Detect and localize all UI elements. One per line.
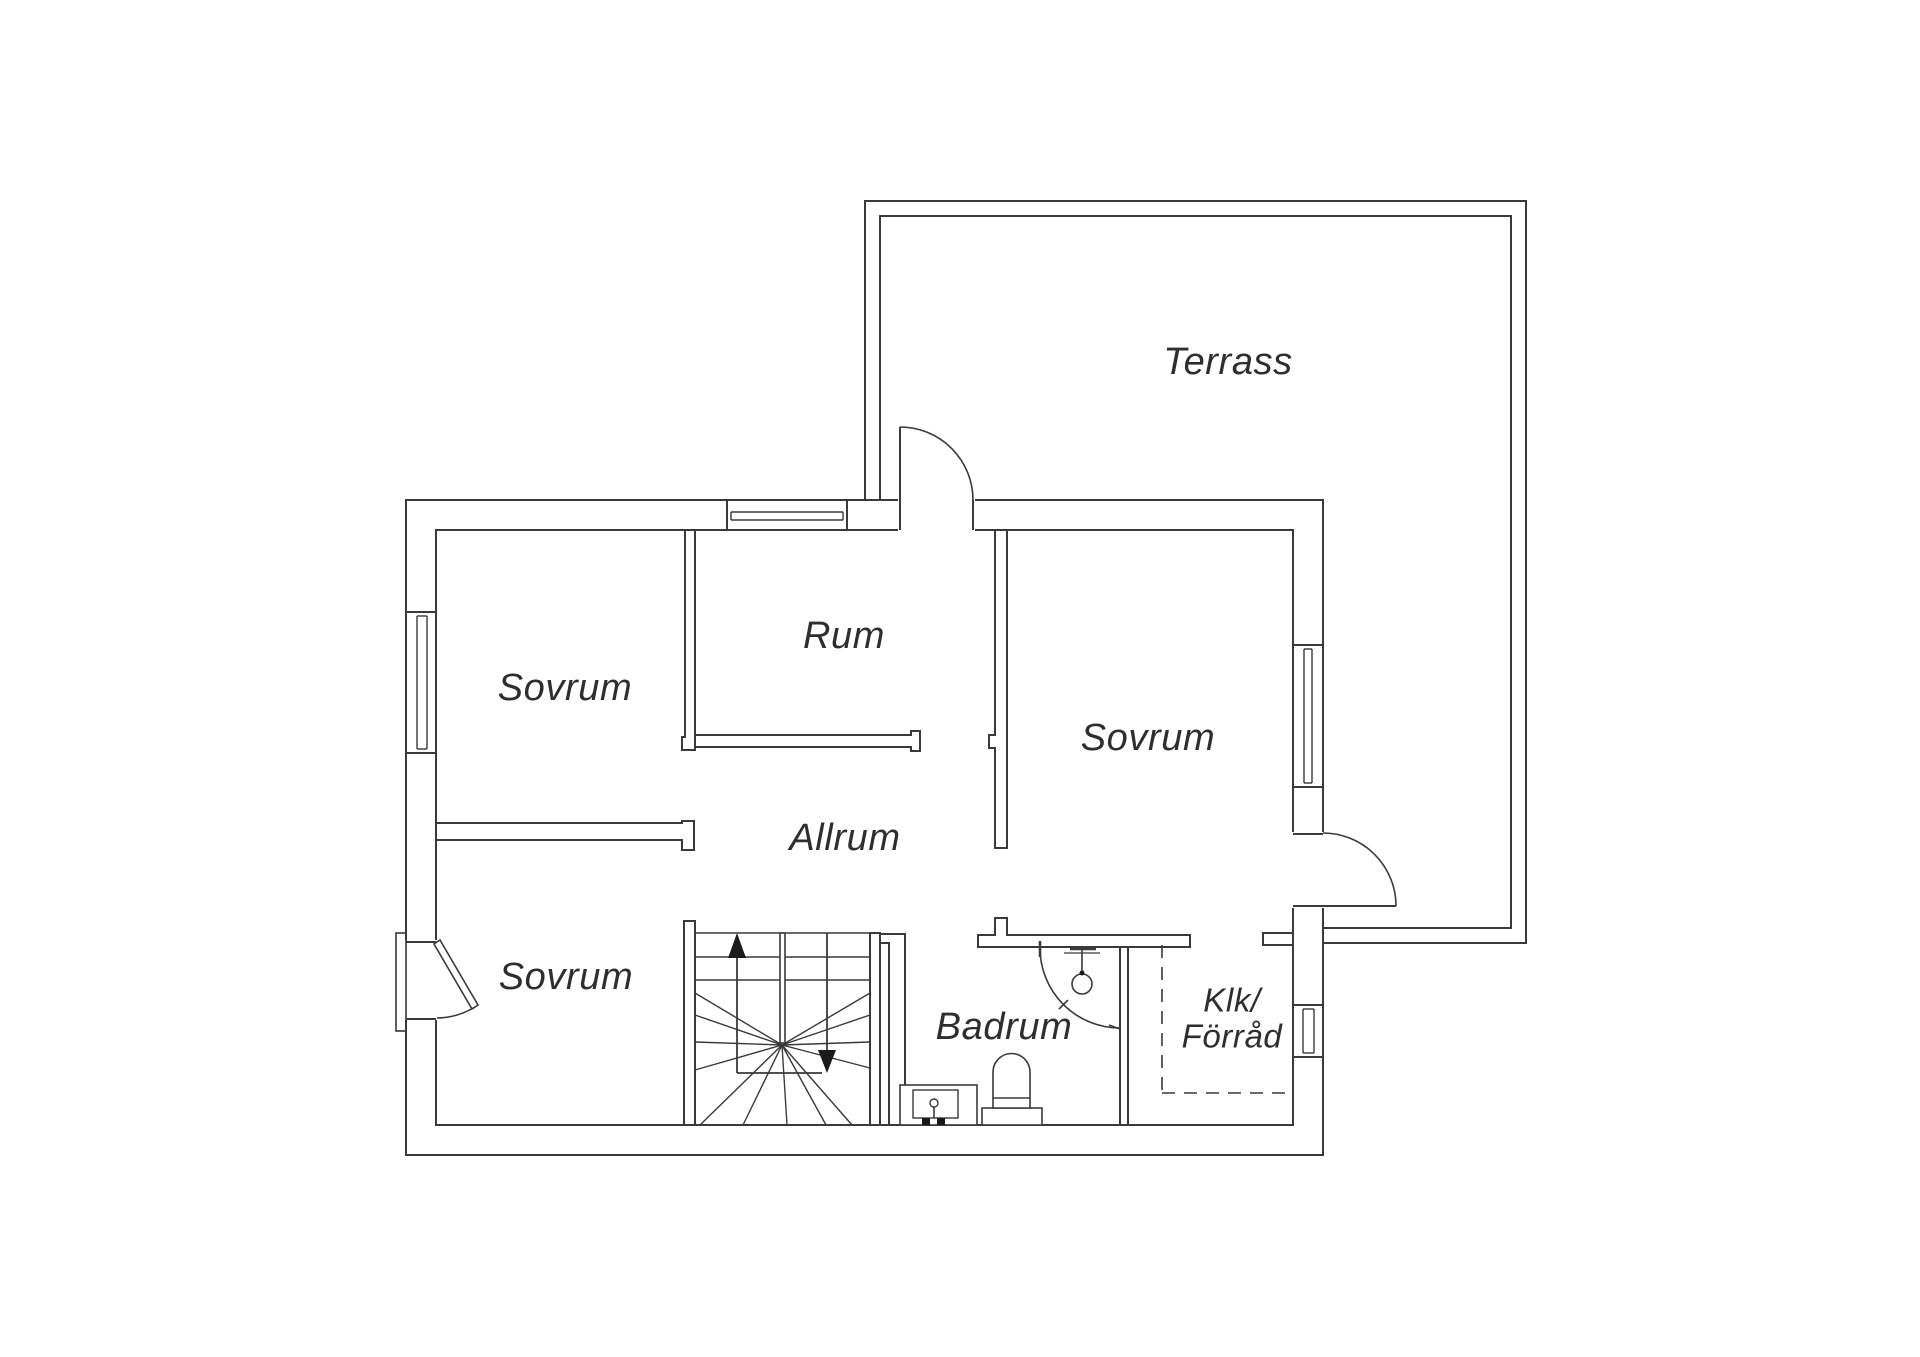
wall-sovrum-ne-west (988, 529, 1008, 849)
stairs-winder (694, 1014, 783, 1046)
stairs-winder (781, 1044, 788, 1126)
entry-door-leaf (432, 938, 480, 1011)
wall-sovrum-nw-rum (681, 529, 696, 751)
stairs-winder (694, 992, 783, 1046)
stairs-down-arrow-head (818, 1050, 836, 1073)
room-label-sovrum-ne: Sovrum (1081, 717, 1216, 759)
terrace-outer-wall (864, 200, 1527, 944)
stairs-winder (781, 1044, 853, 1126)
sink-tap-right (937, 1118, 945, 1125)
terrace-inner-wall (879, 215, 1512, 929)
stairs-winder (781, 1041, 871, 1046)
window-klk-frame (1292, 1004, 1324, 1058)
stairs-winder (781, 992, 871, 1046)
window-rum-frame (726, 499, 848, 531)
window-sovrum-ne-frame (1292, 644, 1324, 788)
room-label-klk-2: Förråd (1182, 1018, 1284, 1055)
stairs-winder (781, 1044, 827, 1126)
sink-basin (912, 1089, 959, 1119)
allrum-terrace-door-swing (1322, 832, 1397, 907)
wall-stairs-west (683, 920, 696, 1126)
shower-head-dot (1079, 970, 1085, 976)
wall-badrum-north (977, 917, 1191, 948)
window-sovrum-nw-frame (405, 611, 437, 754)
wall-rum-south (694, 730, 921, 752)
entry-door-opening (404, 940, 438, 1020)
room-label-badrum: Badrum (936, 1006, 1073, 1048)
stairs-winder (781, 1014, 871, 1046)
shower-curtain-tick (1058, 999, 1069, 1010)
toilet-tank (981, 1107, 1043, 1126)
room-label-klk-1: Klk/ (1203, 982, 1263, 1019)
terrace-door-swing (899, 426, 974, 501)
house-outer-wall (405, 499, 1324, 1156)
shower-curtain-tick (1108, 1024, 1121, 1030)
stairs-winder (742, 1044, 783, 1126)
room-label-terrass: Terrass (1163, 341, 1293, 383)
stairs-winder (694, 1041, 783, 1046)
wall-badrum-west (879, 933, 906, 1126)
shower-head (1071, 973, 1093, 995)
toilet-bowl (992, 1052, 1031, 1109)
sink-tap-left (922, 1118, 930, 1125)
wall-badrum-klk (1119, 946, 1129, 1126)
room-label-rum: Rum (803, 615, 885, 657)
room-label-sovrum-nw: Sovrum (498, 667, 633, 709)
allrum-terrace-door-opening (1291, 832, 1325, 908)
stairs-up-arrow-head (728, 933, 746, 958)
entry-door-sill (395, 932, 407, 1032)
stairs-winder (694, 1044, 783, 1071)
entry-door-swing (436, 1006, 476, 1019)
room-label-sovrum-s: Sovrum (499, 956, 634, 998)
stairs-winder (699, 1044, 783, 1126)
stairs-center-divider (779, 932, 786, 1044)
room-label-allrum: Allrum (787, 817, 900, 859)
wall-sovrum-nw-south (435, 820, 695, 851)
wall-stairs-east (869, 932, 881, 1126)
wall-klk-north-stub (1262, 932, 1294, 946)
terrace-door-opening (898, 498, 975, 532)
